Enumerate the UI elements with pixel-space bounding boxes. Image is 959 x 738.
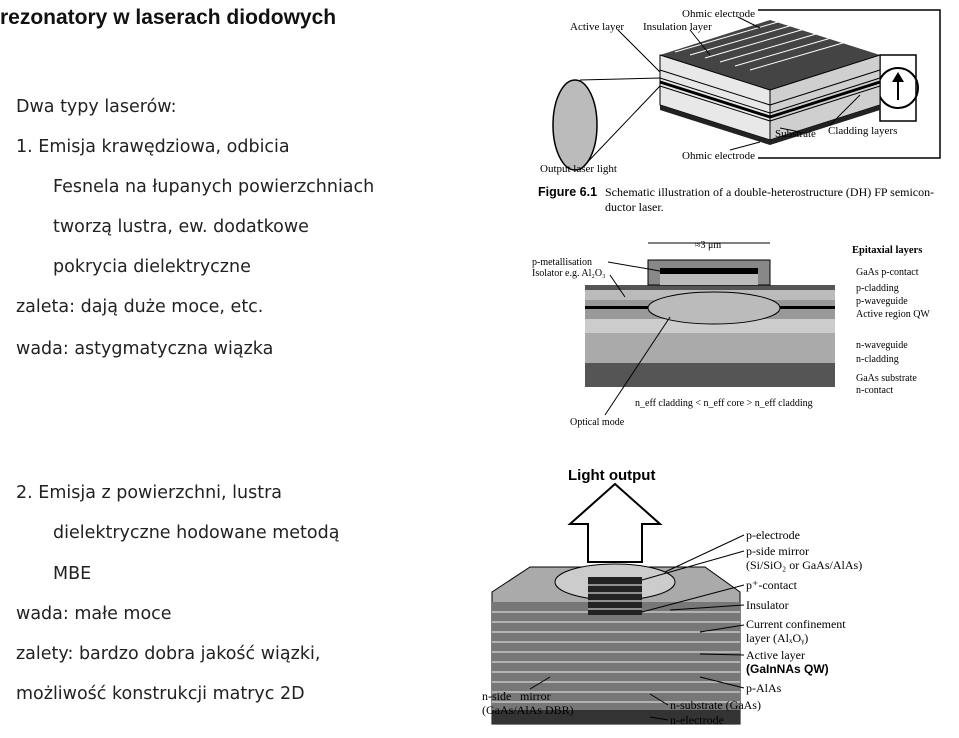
n-mirror-label-3: (GaAs/AlAs DBR) bbox=[482, 703, 574, 717]
slide-title: rezonatory w laserach diodowych bbox=[0, 6, 337, 29]
vcsel-figure: Light output p-electrode p-side mirror (… bbox=[482, 467, 862, 727]
insulator-label: Insulator bbox=[746, 598, 789, 612]
substrate-label: Substrate bbox=[775, 128, 816, 140]
item1-line3: tworzą lustra, ew. dodatkowe bbox=[53, 217, 309, 237]
pros1-text: zaleta: dają duże moce, etc. bbox=[16, 297, 264, 317]
p-alas-label: p-AlAs bbox=[746, 681, 782, 695]
cons1-text: wada: astygmatyczna wiązka bbox=[16, 339, 274, 359]
width-label: ≈3 μm bbox=[695, 240, 721, 251]
intro-text: Dwa typy laserów: bbox=[16, 97, 177, 117]
ccl-material-label: layer (AlₓOᵧ) bbox=[746, 631, 808, 645]
ohmic-electrode-top-label: Ohmic electrode bbox=[682, 8, 755, 20]
p-cladding-label: p-cladding bbox=[856, 283, 899, 294]
dh-fp-laser-figure: Active layer Insulation layer Ohmic elec… bbox=[538, 8, 941, 214]
item1-line2: Fesnela na łupanych powierzchniach bbox=[53, 177, 375, 197]
epitaxial-label: Epitaxial layers bbox=[852, 245, 922, 256]
p-contact-label: p⁺-contact bbox=[746, 578, 798, 592]
active-layer-label: Active layer bbox=[570, 21, 624, 33]
active-layer-vcsel-label: Active layer bbox=[746, 648, 805, 662]
isolator-label: Isolator e.g. Al₂O₃ bbox=[532, 268, 606, 279]
figure-number: Figure 6.1 bbox=[538, 185, 597, 199]
ridge-laser-cross-section: ≈3 μm Epitaxial layers p-metallisation I… bbox=[532, 240, 930, 428]
p-metal-label: p-metallisation bbox=[532, 257, 592, 268]
n-electrode-label: n-electrode bbox=[670, 713, 724, 727]
n-contact-label: n-contact bbox=[856, 385, 893, 396]
active-material-label: (GaInNAs QW) bbox=[746, 662, 829, 676]
cladding-layers-label: Cladding layers bbox=[828, 125, 897, 137]
n-mirror-label-2: mirror bbox=[520, 689, 551, 703]
n-cladding-label: n-cladding bbox=[856, 354, 899, 365]
light-output-label: Light output bbox=[568, 467, 655, 484]
ohmic-electrode-bottom-label: Ohmic electrode bbox=[682, 150, 755, 162]
pros2-line2: możliwość konstrukcji matryc 2D bbox=[16, 684, 305, 704]
p-mirror-material-label: (Si/SiO₂ or GaAs/AlAs) bbox=[746, 558, 862, 572]
insulation-layer-label: Insulation layer bbox=[643, 21, 712, 33]
item1-line4: pokrycia dielektryczne bbox=[53, 257, 251, 277]
figure-caption-line1: Schematic illustration of a double-heter… bbox=[605, 185, 934, 199]
current-confinement-label: Current confinement bbox=[746, 617, 846, 631]
p-electrode-label: p-electrode bbox=[746, 528, 800, 542]
n-waveguide-label: n-waveguide bbox=[856, 340, 908, 351]
item2-line1: 2. Emisja z powierzchni, lustra bbox=[16, 483, 283, 503]
item2-line3: MBE bbox=[53, 564, 92, 584]
optical-mode-label: Optical mode bbox=[570, 417, 625, 428]
gaas-substrate-label: GaAs substrate bbox=[856, 373, 917, 384]
n-mirror-label-1: n-side bbox=[482, 689, 511, 703]
item1-line1: 1. Emisja krawędziowa, odbicia bbox=[16, 137, 290, 157]
cons2-text: wada: małe moce bbox=[16, 604, 172, 624]
figure-caption-line2: ductor laser. bbox=[605, 200, 664, 214]
p-mirror-label: p-side mirror bbox=[746, 544, 809, 558]
output-light-label: Output laser light bbox=[540, 163, 617, 175]
gaas-p-contact-label: GaAs p-contact bbox=[856, 267, 919, 278]
pros2-line1: zalety: bardzo dobra jakość wiązki, bbox=[16, 644, 321, 664]
neff-label: n_eff cladding < n_eff core > n_eff clad… bbox=[635, 398, 813, 409]
n-substrate-label: n-substrate (GaAs) bbox=[670, 698, 761, 712]
item2-line2: dielektryczne hodowane metodą bbox=[53, 523, 340, 543]
p-waveguide-label: p-waveguide bbox=[856, 296, 908, 307]
active-region-label: Active region QW bbox=[856, 309, 930, 320]
light-output-arrow-icon bbox=[567, 482, 663, 563]
